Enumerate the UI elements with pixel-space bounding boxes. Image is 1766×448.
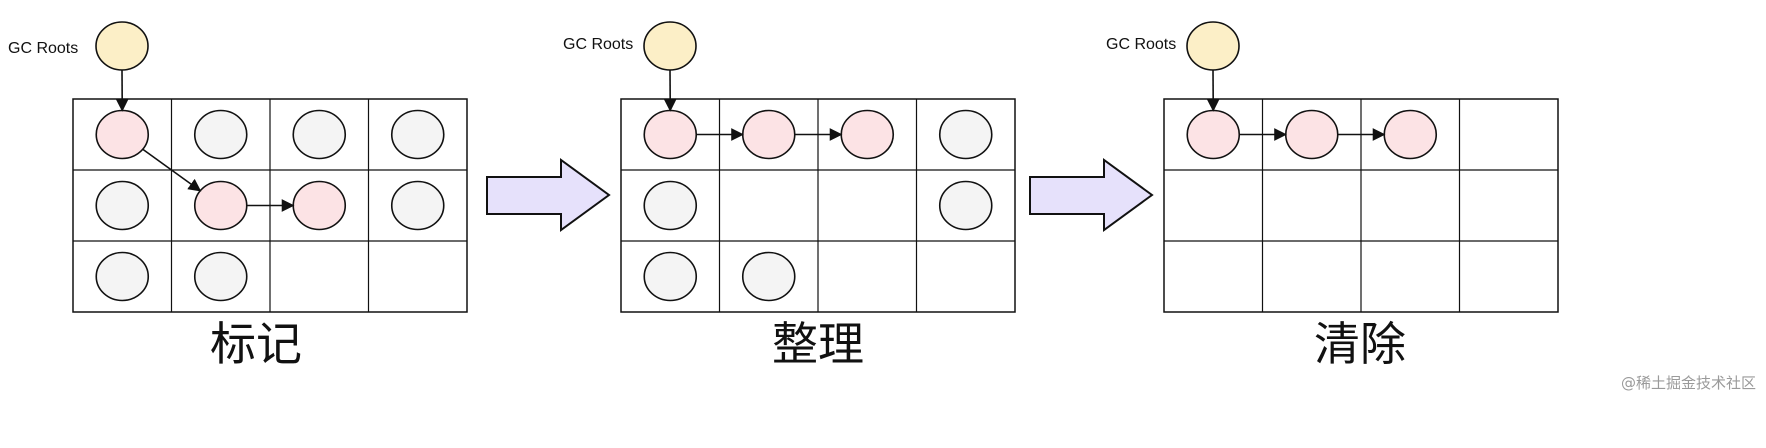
stage-label-mark: 标记 <box>210 317 302 371</box>
garbage-object <box>390 109 445 160</box>
garbage-object <box>193 251 248 302</box>
stage-label-compact: 整理 <box>772 317 864 371</box>
transition-arrow <box>1029 158 1154 232</box>
garbage-object <box>643 251 698 302</box>
objects-sweep <box>1186 21 1438 160</box>
garbage-object <box>193 109 248 160</box>
grid-sweep <box>1163 98 1559 313</box>
gc-root-node <box>643 21 697 71</box>
objects-compact <box>643 21 993 302</box>
garbage-object <box>95 251 150 302</box>
garbage-object <box>938 109 993 160</box>
live-object <box>1186 109 1241 160</box>
gc-root-node <box>1186 21 1240 71</box>
panel-compact: GC Roots 整理 <box>563 21 1016 371</box>
grid-mark <box>72 98 468 313</box>
live-object <box>95 109 150 160</box>
gc-roots-label: GC Roots <box>8 40 78 57</box>
reference-arrow <box>142 148 202 192</box>
live-object <box>840 109 895 160</box>
panel-mark: GC Roots 标记 <box>8 21 468 371</box>
live-object <box>1383 109 1438 160</box>
garbage-object <box>390 180 445 231</box>
garbage-object <box>292 109 347 160</box>
gc-root-node <box>95 21 149 71</box>
garbage-object <box>938 180 993 231</box>
garbage-object <box>741 251 796 302</box>
transition-arrow <box>486 158 611 232</box>
stage-label-sweep: 清除 <box>1314 317 1406 371</box>
objects-mark <box>95 21 445 302</box>
live-object <box>292 180 347 231</box>
garbage-object <box>95 180 150 231</box>
live-object <box>643 109 698 160</box>
watermark: @稀土掘金技术社区 <box>1621 374 1756 392</box>
live-object <box>1284 109 1339 160</box>
panel-sweep: GC Roots 清除 <box>1106 21 1559 371</box>
live-object <box>193 180 248 231</box>
gc-roots-label: GC Roots <box>1106 36 1176 53</box>
gc-roots-label: GC Roots <box>563 36 633 53</box>
live-object <box>741 109 796 160</box>
garbage-object <box>643 180 698 231</box>
